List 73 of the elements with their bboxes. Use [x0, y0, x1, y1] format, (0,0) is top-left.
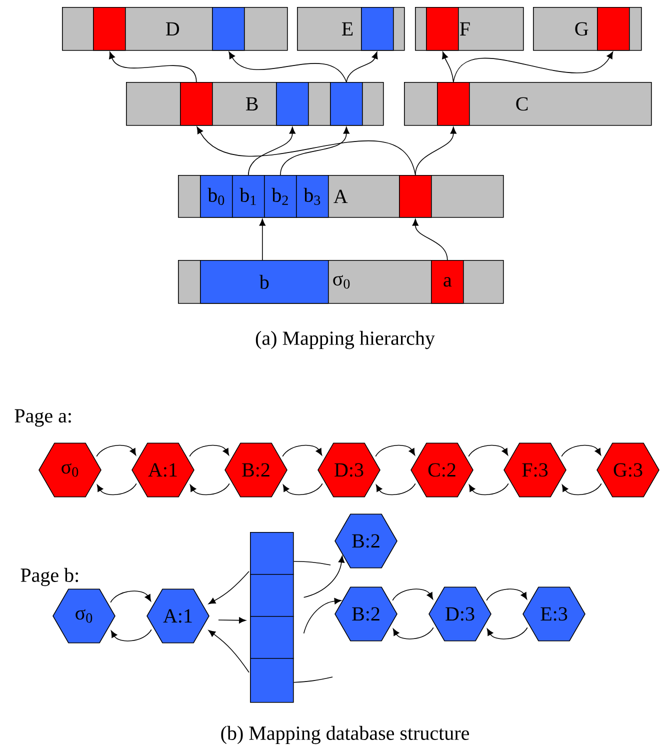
- arrow: [442, 52, 454, 82]
- page-segment: [212, 7, 245, 51]
- page-label: Page b:: [20, 568, 78, 586]
- arrow: [208, 630, 250, 673]
- arrow: [561, 444, 602, 457]
- arrow: [248, 126, 296, 176]
- connector-line: [293, 561, 331, 566]
- page-segment: b$_{0}$: [200, 175, 233, 218]
- page-segment: [399, 175, 432, 218]
- hexagon-node: D:3: [318, 442, 380, 498]
- arrow: [282, 444, 322, 457]
- arrow: [468, 483, 509, 496]
- hexagon-node: E:3: [522, 586, 586, 642]
- page-segment: b$_{3}$: [296, 175, 329, 218]
- arrow: [486, 627, 528, 640]
- hexagon-node: A:1: [146, 588, 210, 644]
- page-segment: [250, 658, 294, 703]
- arrow: [110, 629, 152, 642]
- hexagon-node: B:2: [334, 586, 398, 642]
- page-segment: [426, 7, 459, 51]
- page-segment: a: [431, 260, 464, 304]
- hexagon-node: F:3: [504, 442, 566, 498]
- arrow: [392, 627, 434, 640]
- caption: (a) Mapping hierarchy: [256, 330, 435, 350]
- arrow: [190, 483, 230, 496]
- hexagon-node: B:2: [224, 442, 288, 498]
- hexagon-node: σ$_{0}$: [52, 588, 116, 644]
- arrow: [208, 571, 250, 604]
- arrow: [109, 52, 197, 82]
- page-segment: [250, 616, 294, 659]
- arrow: [218, 617, 246, 624]
- arrow: [376, 483, 416, 496]
- page-segment: [597, 7, 630, 51]
- page-segment: [330, 82, 363, 126]
- page-segment: [180, 82, 213, 126]
- arrow: [189, 444, 230, 457]
- arrow: [303, 598, 342, 634]
- arrow: [346, 52, 378, 82]
- page-segment: [93, 7, 126, 51]
- page-label: Page a:: [14, 409, 71, 427]
- page-segment: [361, 7, 394, 51]
- arrow: [375, 444, 416, 457]
- arrow: [453, 52, 614, 82]
- hexagon-node: C:2: [410, 442, 474, 498]
- page-segment: [276, 82, 309, 126]
- arrow: [96, 483, 137, 496]
- hexagon-node: D:3: [428, 586, 492, 642]
- arrow: [259, 218, 266, 260]
- arrow: [228, 52, 347, 82]
- page-segment: [250, 574, 294, 617]
- page-segment: [250, 532, 294, 575]
- arrow: [392, 588, 434, 601]
- page-segment: b$_{2}$: [264, 175, 297, 218]
- connector-line: [293, 676, 333, 683]
- page-segment: b$_{1}$: [232, 175, 265, 218]
- arrow: [280, 126, 350, 176]
- arrow: [486, 588, 528, 601]
- page-segment: b: [200, 260, 329, 304]
- hexagon-node: G:3: [596, 442, 660, 498]
- arrow: [96, 444, 136, 457]
- arrow: [562, 483, 602, 496]
- arrow: [303, 556, 345, 598]
- arrow: [282, 483, 323, 496]
- arrow: [468, 444, 508, 457]
- hexagon-node: σ$_{0}$: [38, 442, 102, 498]
- arrow: [196, 126, 416, 176]
- page-segment: [437, 82, 470, 126]
- arrow: [110, 590, 152, 603]
- hexagon-node: B:2: [334, 514, 398, 568]
- hexagon-node: A:1: [132, 442, 194, 498]
- caption: (b) Mapping database structure: [221, 726, 469, 744]
- arrow: [415, 126, 457, 176]
- arrow: [412, 218, 448, 260]
